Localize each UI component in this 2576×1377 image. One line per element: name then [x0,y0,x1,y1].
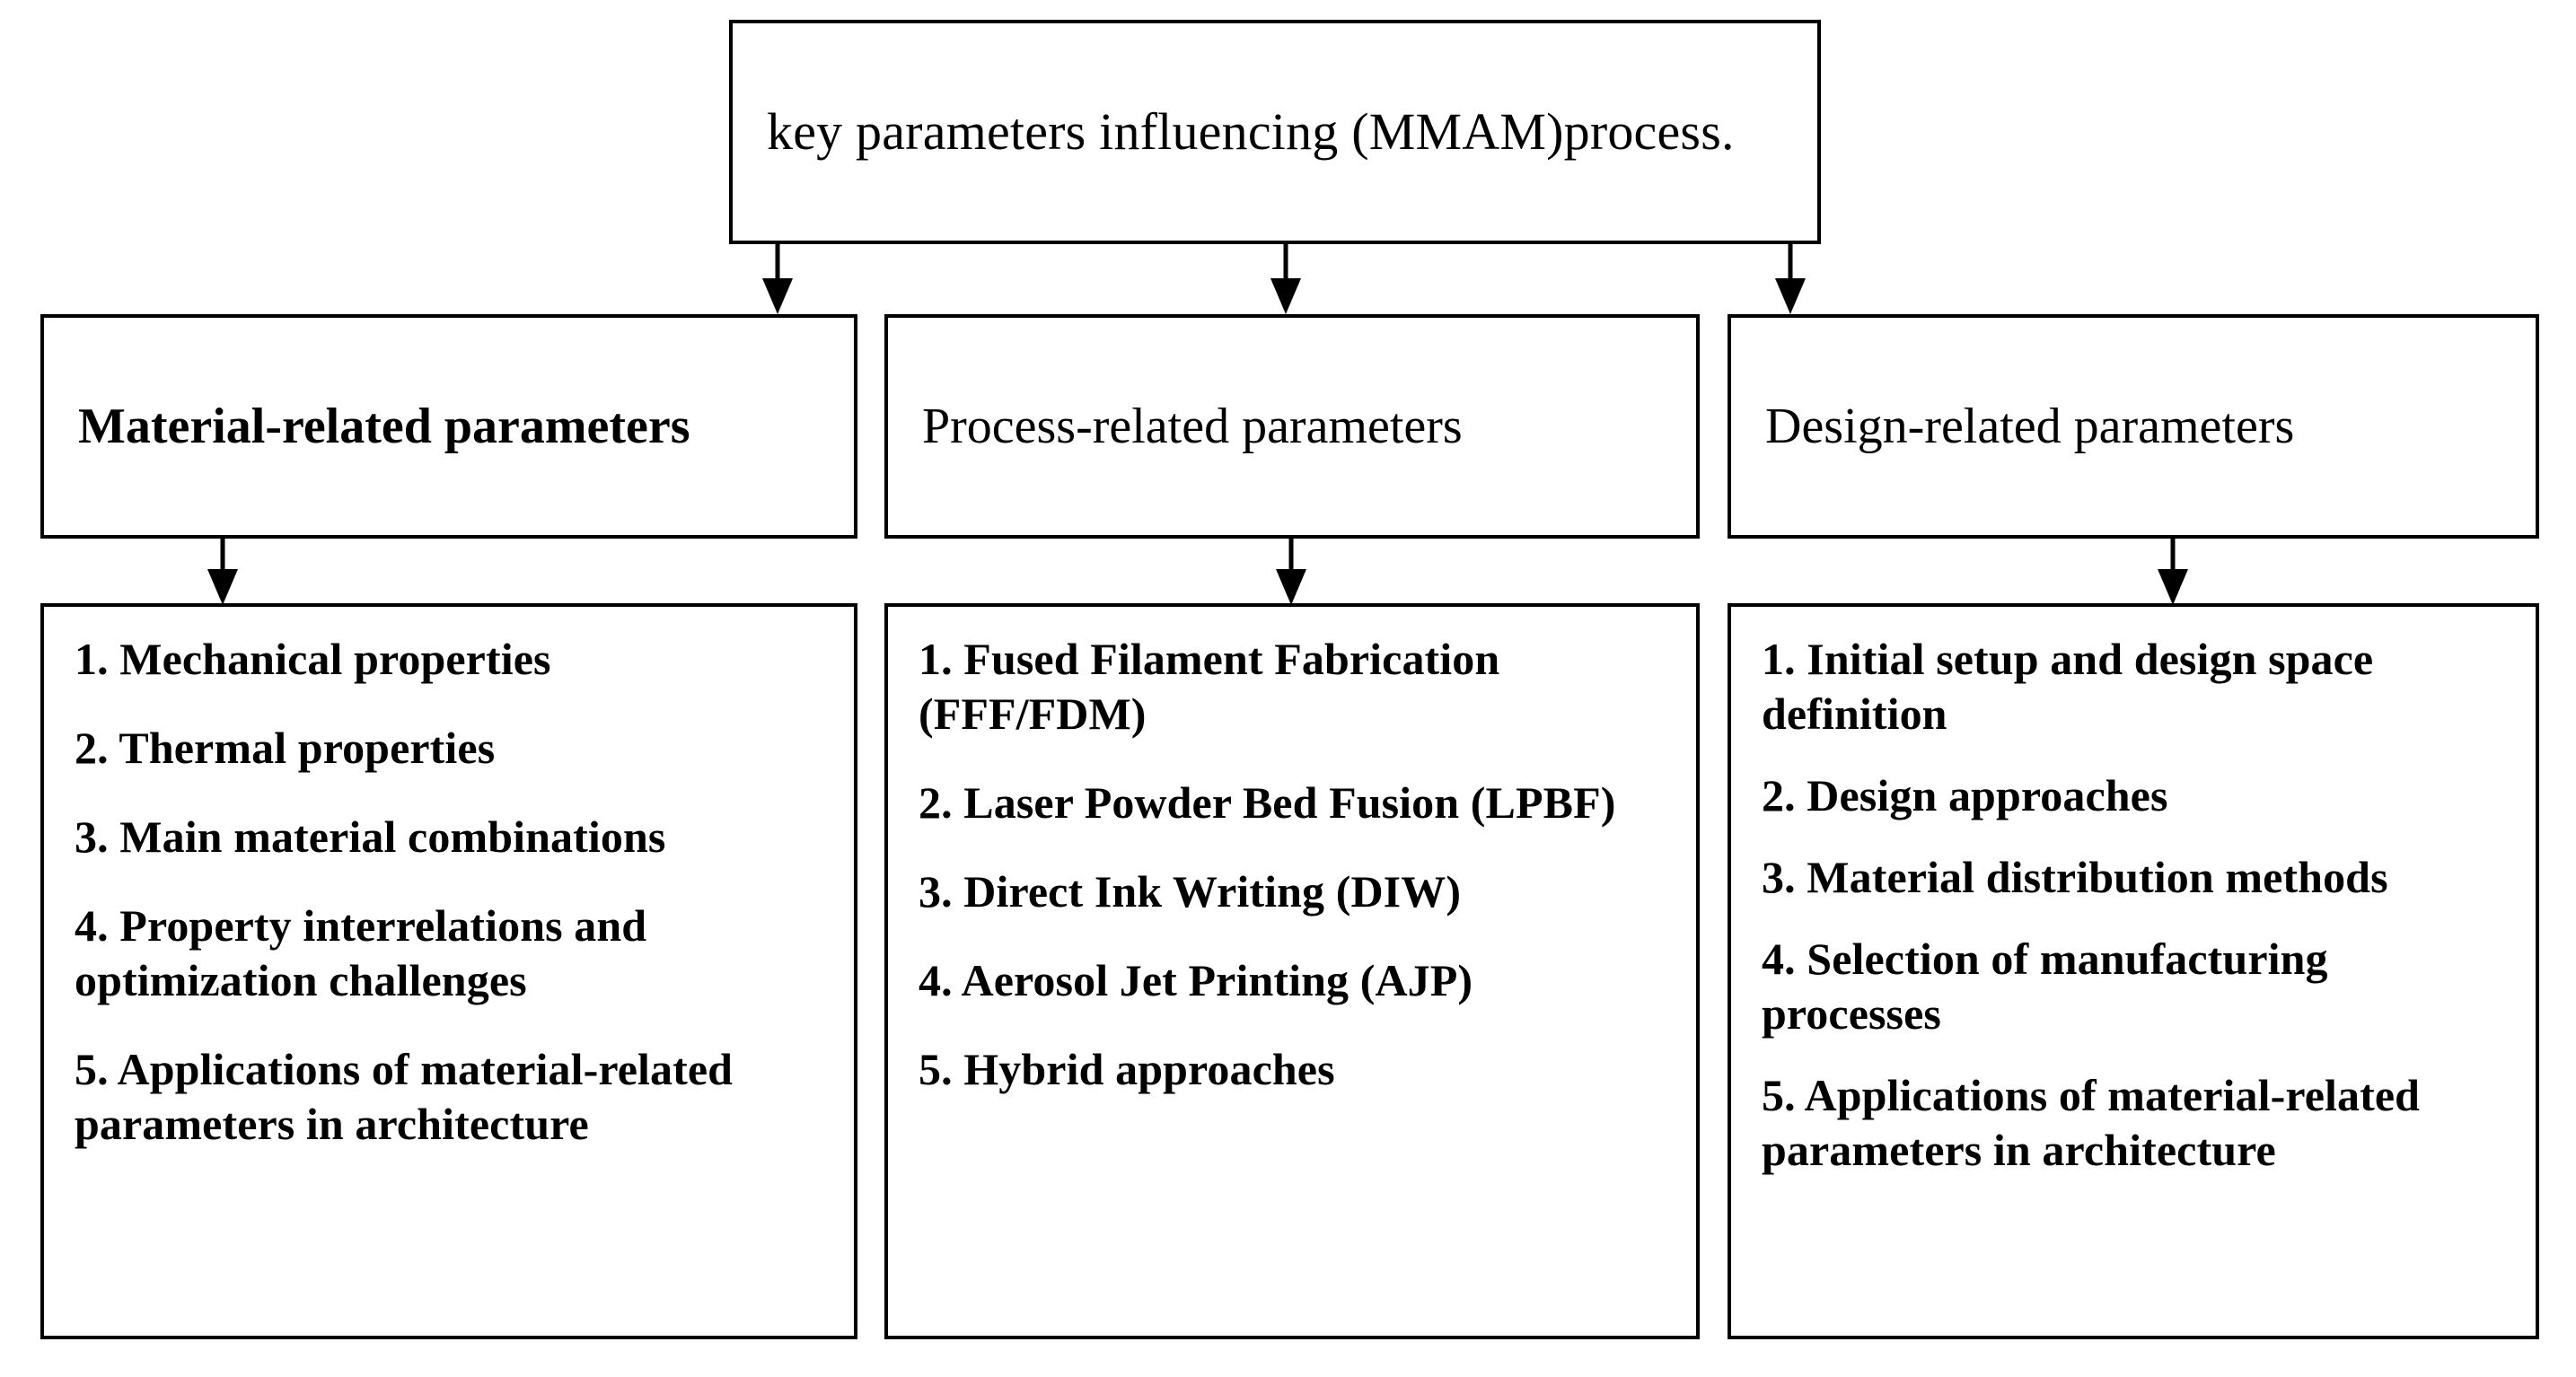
list-item: 3. Direct Ink Writing (DIW) [919,866,1462,917]
list-box-material: 1. Mechanical properties 2. Thermal prop… [40,603,857,1339]
list-box-process: 1. Fused Filament Fabrication (FFF/FDM) … [884,603,1700,1339]
category-box-design: Design-related parameters [1728,314,2539,539]
list-item: 2. Thermal properties [75,723,496,773]
category-header-material: Material-related parameters [78,398,690,454]
design-list: 1. Initial setup and design space defini… [1762,632,2512,1178]
category-box-material: Material-related parameters [40,314,857,539]
list-item: 1. Fused Filament Fabrication (FFF/FDM) [919,634,1500,739]
list-item: 5. Applications of material-related para… [1762,1070,2421,1175]
category-box-process: Process-related parameters [884,314,1700,539]
category-header-design: Design-related parameters [1765,398,2295,454]
material-list: 1. Mechanical properties 2. Thermal prop… [75,632,831,1152]
title-box: key parameters influencing (MMAM)process… [729,20,1821,244]
process-list: 1. Fused Filament Fabrication (FFF/FDM) … [919,632,1673,1097]
list-item: 4. Aerosol Jet Printing (AJP) [919,955,1473,1005]
list-item: 1. Initial setup and design space defini… [1762,634,2374,739]
category-header-process: Process-related parameters [922,398,1463,454]
list-item: 2. Laser Powder Bed Fusion (LPBF) [919,777,1616,828]
list-item: 3. Material distribution methods [1762,852,2388,902]
list-item: 4. Selection of manufacturing processes [1762,934,2328,1039]
list-item: 1. Mechanical properties [75,634,551,684]
list-item: 4. Property interrelations and optimizat… [75,900,647,1005]
list-item: 5. Hybrid approaches [919,1044,1335,1094]
list-item: 5. Applications of material-related para… [75,1044,734,1149]
list-item: 3. Main material combinations [75,811,666,862]
list-item: 2. Design approaches [1762,770,2168,820]
title-text: key parameters influencing (MMAM)process… [767,101,1735,161]
list-box-design: 1. Initial setup and design space defini… [1728,603,2539,1339]
